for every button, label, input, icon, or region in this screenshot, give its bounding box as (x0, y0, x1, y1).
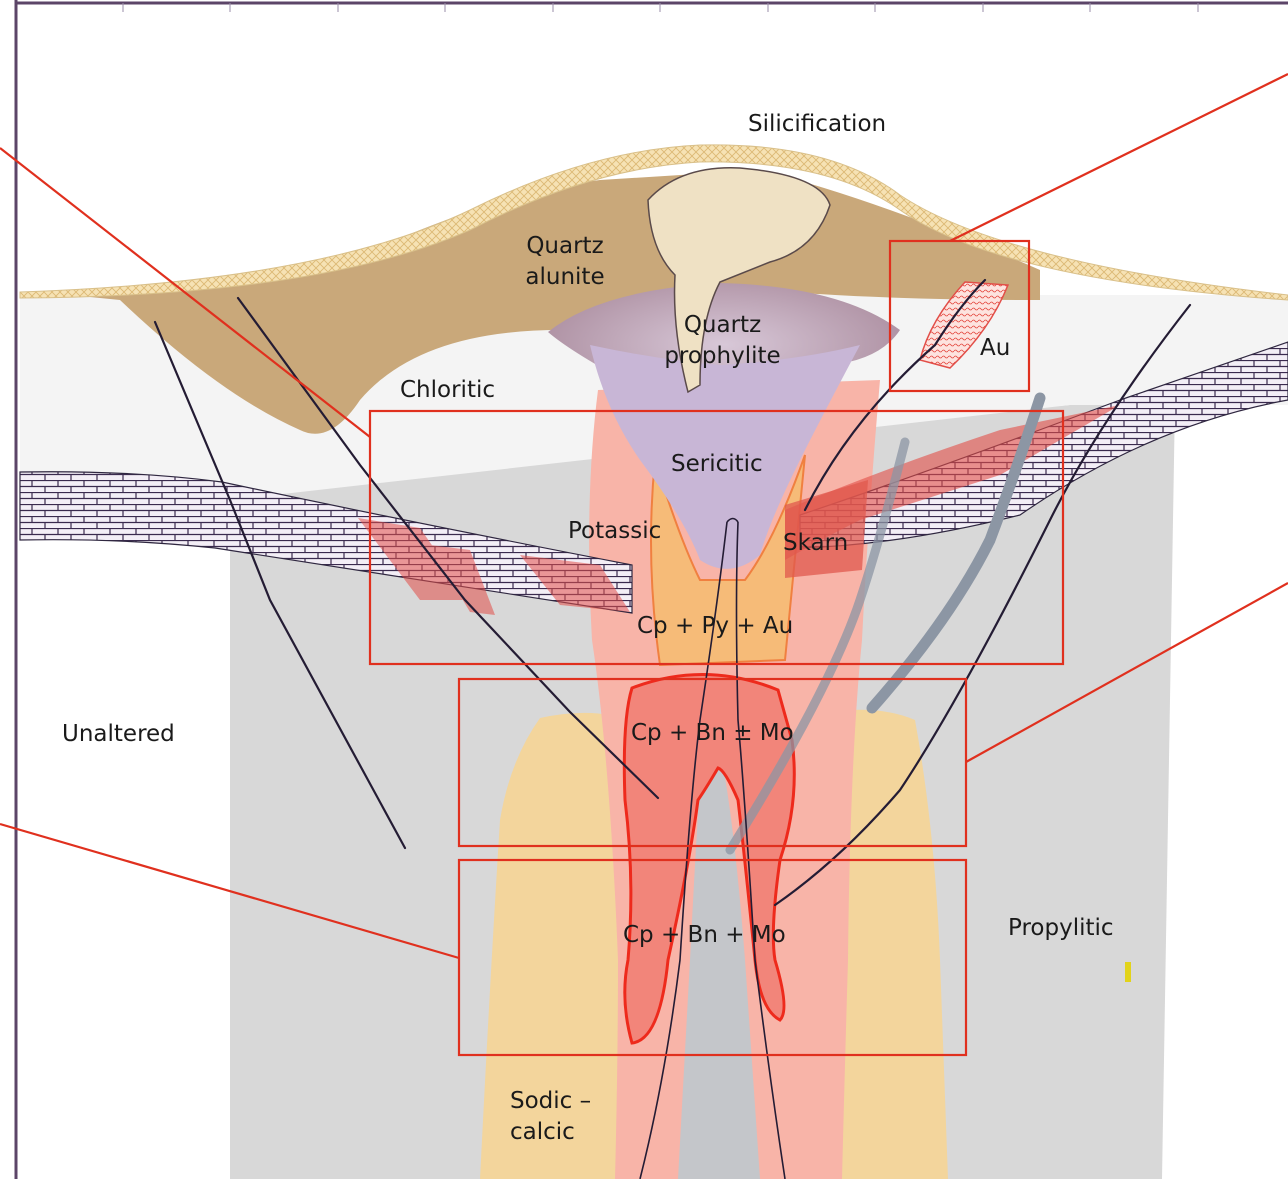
label-potassic: Potassic (568, 516, 661, 547)
label-unaltered: Unaltered (62, 719, 175, 750)
label-sodic-calcic-line1: Sodic – (510, 1086, 591, 1117)
label-quartz-alunite: Quartz alunite (515, 231, 615, 293)
label-cp-bn-mo: Cp + Bn + Mo (623, 920, 786, 951)
label-silicification: Silicification (748, 109, 886, 140)
label-skarn: Skarn (783, 528, 848, 559)
label-propylitic: Propylitic (1008, 913, 1114, 944)
label-quartz-prophylite-line2: prophylite (650, 341, 795, 372)
label-sericitic: Sericitic (671, 449, 763, 480)
label-sodic-calcic: Sodic – calcic (510, 1086, 591, 1148)
label-quartz-prophylite: Quartz prophylite (650, 310, 795, 372)
label-cp-py-au: Cp + Py + Au (637, 611, 793, 642)
label-au: Au (980, 333, 1010, 364)
label-quartz-alunite-line1: Quartz (515, 231, 615, 262)
label-quartz-prophylite-line1: Quartz (650, 310, 795, 341)
label-chloritic: Chloritic (400, 375, 495, 406)
yellow-marker (1125, 962, 1131, 982)
label-quartz-alunite-line2: alunite (515, 262, 615, 293)
label-sodic-calcic-line2: calcic (510, 1117, 591, 1148)
label-cp-bn-pm-mo: Cp + Bn ± Mo (631, 718, 794, 749)
